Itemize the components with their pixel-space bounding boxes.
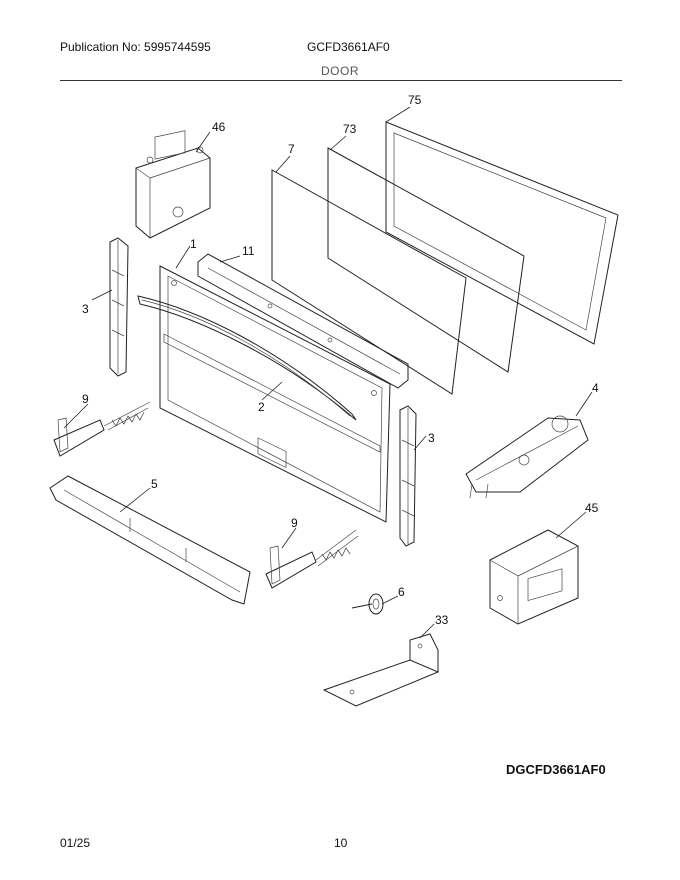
callout-3-left: 3 (82, 302, 89, 316)
leader-lines (63, 106, 593, 639)
diagram-code: DGCFD3661AF0 (506, 762, 606, 777)
publication-number: Publication No: 5995744595 (60, 40, 211, 54)
part-73-glass (327, 147, 525, 373)
part-4-latch (465, 415, 589, 499)
callout-46: 46 (212, 120, 226, 134)
callout-4: 4 (592, 381, 599, 395)
part-45-bracket (489, 529, 579, 625)
part-6-roller (351, 593, 384, 615)
part-33-bracket-plate (322, 633, 440, 707)
callout-5: 5 (151, 477, 158, 491)
callout-numbers: 75 73 7 46 1 11 3 2 9 3 4 5 9 45 6 33 (82, 93, 599, 627)
model-number: GCFD3661AF0 (307, 40, 390, 54)
header-rule (60, 80, 622, 81)
page-number: 10 (334, 836, 348, 850)
footer-date: 01/25 (60, 836, 91, 850)
callout-9-upper: 9 (82, 392, 89, 406)
part-2-handle (137, 295, 357, 421)
callout-9-lower: 9 (291, 516, 298, 530)
part-9-hinge-lower (265, 529, 359, 589)
part-3-right-channel (399, 405, 417, 547)
part-1-outer-door (159, 265, 391, 523)
callout-45: 45 (585, 501, 599, 515)
part-11-top-trim (197, 253, 409, 389)
callout-6: 6 (398, 585, 405, 599)
callout-33: 33 (435, 613, 449, 627)
part-7-glass (271, 169, 467, 395)
part-5-bottom-trim (49, 475, 251, 605)
section-title: DOOR (321, 64, 359, 78)
callout-73: 73 (343, 122, 357, 136)
callout-1: 1 (190, 237, 197, 251)
callout-75: 75 (408, 93, 422, 107)
callout-2: 2 (258, 400, 265, 414)
callout-11: 11 (242, 244, 255, 258)
part-3-left-channel (109, 237, 129, 377)
callout-3-right: 3 (428, 431, 435, 445)
part-9-hinge-upper (53, 401, 151, 457)
callout-7: 7 (288, 142, 295, 156)
part-46-bracket (135, 130, 211, 239)
part-75-window-frame (385, 121, 619, 345)
